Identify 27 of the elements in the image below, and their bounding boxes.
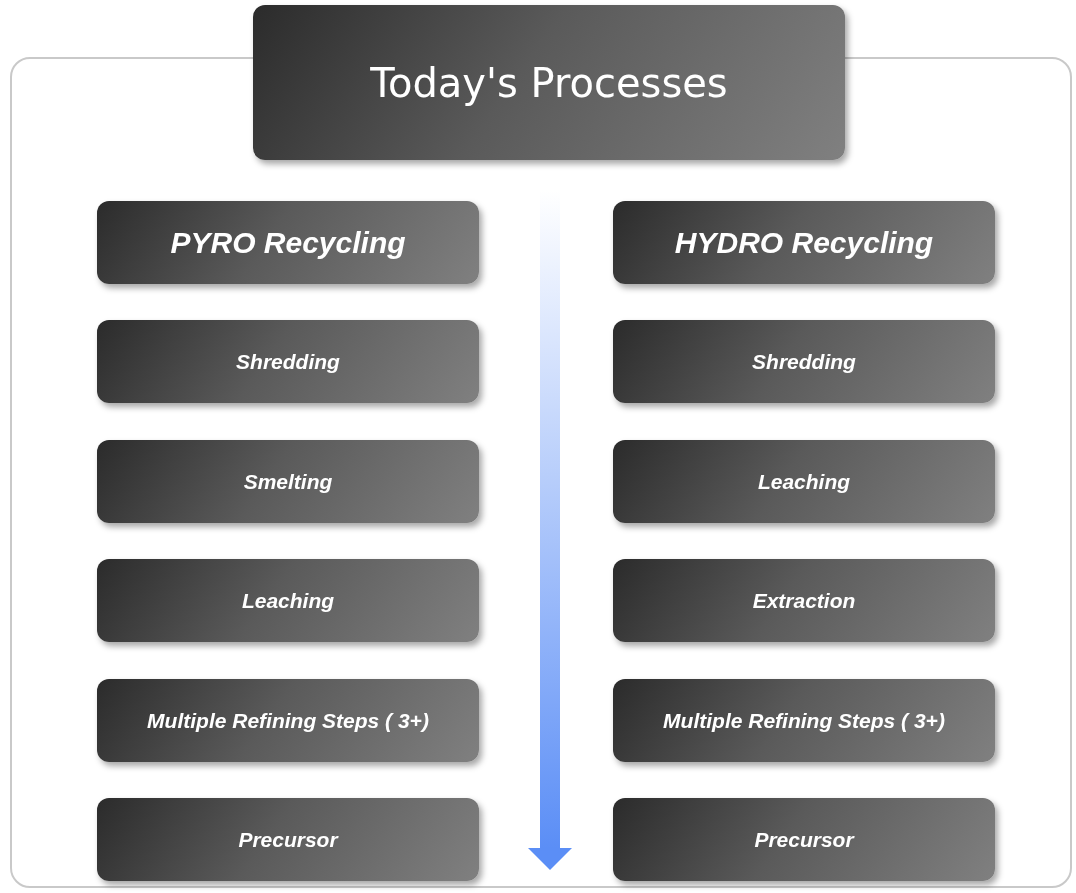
step-label: Shredding (236, 348, 340, 375)
step-label: Precursor (238, 826, 338, 853)
header-text: PYRO Recycling (170, 225, 406, 261)
header-text: HYDRO Recycling (674, 225, 934, 261)
process-box (613, 559, 995, 642)
process-box (613, 679, 995, 762)
process-box (97, 798, 479, 881)
step-label: Smelting (243, 468, 333, 495)
step-label: Leaching (757, 468, 851, 495)
step-label: Shredding (752, 348, 856, 375)
outer-panel (10, 57, 1072, 888)
step-label: Multiple Refining Steps ( 3+) (663, 707, 945, 734)
step-label: Multiple Refining Steps ( 3+) (147, 707, 429, 734)
process-box (97, 559, 479, 642)
step-label: Extraction (752, 587, 856, 614)
process-box (97, 440, 479, 523)
process-box (97, 320, 479, 403)
step-label: Precursor (754, 826, 854, 853)
step-label: Leaching (241, 587, 335, 614)
process-box (97, 679, 479, 762)
title-box (253, 5, 845, 160)
process-box (613, 440, 995, 523)
header-box (97, 201, 479, 284)
process-box (613, 320, 995, 403)
title-text: Today's Processes (370, 58, 728, 108)
process-box (613, 798, 995, 881)
header-box (613, 201, 995, 284)
